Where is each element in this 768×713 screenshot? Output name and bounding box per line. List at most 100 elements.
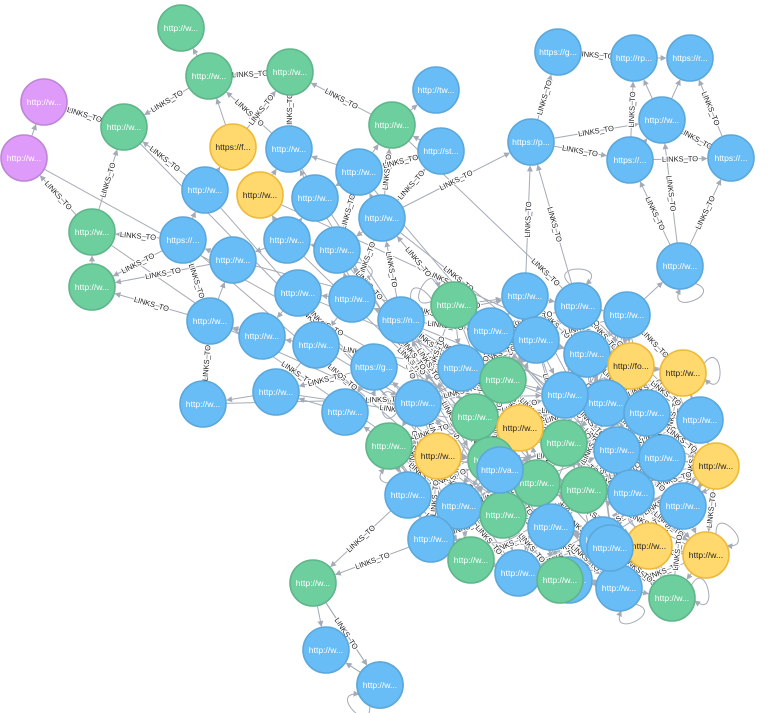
graph-node[interactable]: http://w... xyxy=(512,316,560,364)
self-loop-edge[interactable] xyxy=(715,522,739,550)
node-circle[interactable] xyxy=(236,171,284,219)
graph-node[interactable]: http://w... xyxy=(692,442,740,490)
links-to-edge[interactable] xyxy=(402,152,511,208)
links-to-edge[interactable] xyxy=(698,79,723,137)
node-circle[interactable] xyxy=(560,466,608,514)
graph-node[interactable]: http://w... xyxy=(236,171,284,219)
links-to-edge[interactable] xyxy=(394,466,401,474)
node-circle[interactable] xyxy=(266,48,314,96)
links-to-edge[interactable] xyxy=(674,529,683,576)
graph-node[interactable]: http://w... xyxy=(560,466,608,514)
links-to-edge[interactable] xyxy=(581,411,602,434)
node-circle[interactable] xyxy=(607,469,655,517)
graph-node[interactable]: http://w... xyxy=(623,389,671,437)
graph-node[interactable]: http://w... xyxy=(656,242,704,290)
node-circle[interactable] xyxy=(252,368,300,416)
node-circle[interactable] xyxy=(623,389,671,437)
links-to-edge[interactable] xyxy=(653,472,695,487)
node-circle[interactable] xyxy=(292,321,340,369)
links-to-edge[interactable] xyxy=(356,230,364,237)
links-to-edge[interactable] xyxy=(226,395,254,403)
links-to-edge[interactable] xyxy=(215,98,227,126)
node-circle[interactable] xyxy=(638,96,686,144)
node-circle[interactable] xyxy=(527,503,575,551)
links-to-edge[interactable] xyxy=(363,426,372,433)
node-circle[interactable] xyxy=(593,426,641,474)
links-to-edge[interactable] xyxy=(144,87,190,116)
graph-node[interactable]: http://w... xyxy=(638,96,686,144)
graph-node[interactable]: http://w... xyxy=(100,103,148,151)
node-circle[interactable] xyxy=(407,515,455,563)
links-to-edge[interactable] xyxy=(580,52,611,59)
node-circle[interactable] xyxy=(0,134,48,182)
node-circle[interactable] xyxy=(356,661,404,709)
links-to-edge[interactable] xyxy=(690,526,697,534)
links-to-edge[interactable] xyxy=(192,48,199,57)
node-circle[interactable] xyxy=(157,4,205,52)
links-to-edge[interactable] xyxy=(642,331,667,357)
node-circle[interactable] xyxy=(494,549,542,597)
links-to-edge[interactable] xyxy=(345,662,361,673)
graph-node[interactable]: http://w... xyxy=(263,216,311,264)
links-to-edge[interactable] xyxy=(440,407,453,413)
links-to-edge[interactable] xyxy=(373,307,381,314)
links-to-edge[interactable] xyxy=(525,384,543,392)
self-loop-edge[interactable] xyxy=(380,390,398,419)
graph-node[interactable]: http://w... xyxy=(394,379,442,427)
links-to-edge[interactable] xyxy=(189,262,204,300)
links-to-edge[interactable] xyxy=(461,528,468,538)
graph-node[interactable]: http://w... xyxy=(68,263,116,311)
node-circle[interactable] xyxy=(648,574,696,622)
node-circle[interactable] xyxy=(238,312,286,360)
node-circle[interactable] xyxy=(586,524,634,572)
node-circle[interactable] xyxy=(496,404,544,452)
links-to-edge[interactable] xyxy=(484,533,491,541)
self-loop-edge[interactable] xyxy=(410,287,434,314)
links-to-edge[interactable] xyxy=(689,179,722,246)
node-circle[interactable] xyxy=(638,434,686,482)
links-to-edge[interactable] xyxy=(537,74,553,121)
graph-node[interactable]: http://w... xyxy=(659,482,707,530)
graph-node[interactable]: http://w... xyxy=(648,574,696,622)
links-to-edge[interactable] xyxy=(662,143,678,244)
graph-node[interactable]: http://w... xyxy=(437,344,485,392)
graph-node[interactable]: http://w... xyxy=(68,208,116,256)
links-to-edge[interactable] xyxy=(531,545,539,554)
links-to-edge[interactable] xyxy=(603,330,611,338)
links-to-edge[interactable] xyxy=(316,605,324,627)
links-to-edge[interactable] xyxy=(474,523,504,557)
links-to-edge[interactable] xyxy=(628,562,655,584)
node-circle[interactable] xyxy=(437,344,485,392)
links-to-edge[interactable] xyxy=(412,135,421,142)
node-circle[interactable] xyxy=(100,103,148,151)
node-circle[interactable] xyxy=(659,482,707,530)
links-to-edge[interactable] xyxy=(681,130,711,147)
links-to-edge[interactable] xyxy=(381,156,419,168)
graph-node[interactable]: https://p... xyxy=(507,118,555,166)
links-to-edge[interactable] xyxy=(321,293,330,300)
graph-node[interactable]: http://w... xyxy=(289,559,337,607)
links-to-edge[interactable] xyxy=(652,155,708,162)
node-circle[interactable] xyxy=(479,491,527,539)
graph-node[interactable]: http://w... xyxy=(313,226,361,274)
node-circle[interactable] xyxy=(68,208,116,256)
links-to-edge[interactable] xyxy=(536,164,573,285)
graph-node[interactable]: http://w... xyxy=(181,166,229,214)
links-to-edge[interactable] xyxy=(401,419,408,427)
links-to-edge[interactable] xyxy=(643,79,653,100)
node-circle[interactable] xyxy=(534,28,582,76)
node-circle[interactable] xyxy=(563,330,611,378)
graph-node[interactable]: https://... xyxy=(159,216,207,264)
graph-node[interactable]: http://w... xyxy=(676,396,724,444)
links-to-edge[interactable] xyxy=(454,327,461,345)
links-to-edge[interactable] xyxy=(291,362,302,375)
links-to-edge[interactable] xyxy=(330,510,392,568)
graph-node[interactable]: http://w... xyxy=(479,491,527,539)
self-loop-edge[interactable] xyxy=(564,268,593,285)
node-circle[interactable] xyxy=(265,125,313,173)
graph-node[interactable]: http://w... xyxy=(274,269,322,317)
links-to-edge[interactable] xyxy=(330,316,339,327)
links-to-edge[interactable] xyxy=(553,145,607,158)
graph-node[interactable]: http://w... xyxy=(467,307,515,355)
graph-node[interactable]: http://w... xyxy=(659,349,707,397)
